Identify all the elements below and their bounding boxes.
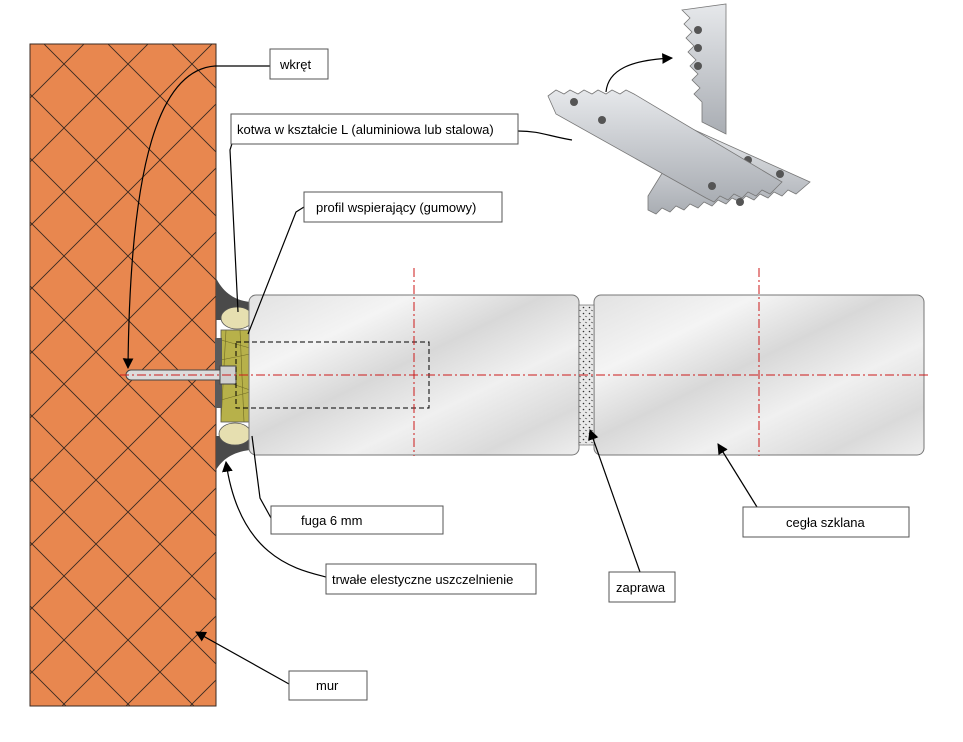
label-joint: fuga 6 mm xyxy=(270,505,444,535)
label-glass-block-text: cegła szklana xyxy=(786,515,866,530)
elastic-sealant xyxy=(216,278,254,470)
label-sealant-text: trwałe elestyczne uszczelnienie xyxy=(332,572,513,587)
label-anchor: kotwa w kształcie L (aluminiowa lub stal… xyxy=(230,113,519,145)
label-mortar-text: zaprawa xyxy=(616,580,666,595)
label-screw: wkręt xyxy=(269,48,329,80)
label-anchor-text: kotwa w kształcie L (aluminiowa lub stal… xyxy=(237,122,494,137)
label-wall-text: mur xyxy=(316,678,339,693)
label-glass-block: cegła szklana xyxy=(742,506,910,538)
l-anchor-illustration xyxy=(547,3,811,215)
center-lines xyxy=(120,268,928,456)
label-mortar: zaprawa xyxy=(608,571,676,603)
label-wall: mur xyxy=(288,670,368,701)
label-joint-text: fuga 6 mm xyxy=(301,513,362,528)
label-sealant: trwałe elestyczne uszczelnienie xyxy=(325,563,537,595)
label-support-profile: profil wspierający (gumowy) xyxy=(303,191,503,223)
label-screw-text: wkręt xyxy=(279,57,311,72)
label-support-profile-text: profil wspierający (gumowy) xyxy=(316,200,476,215)
screw xyxy=(125,365,237,385)
